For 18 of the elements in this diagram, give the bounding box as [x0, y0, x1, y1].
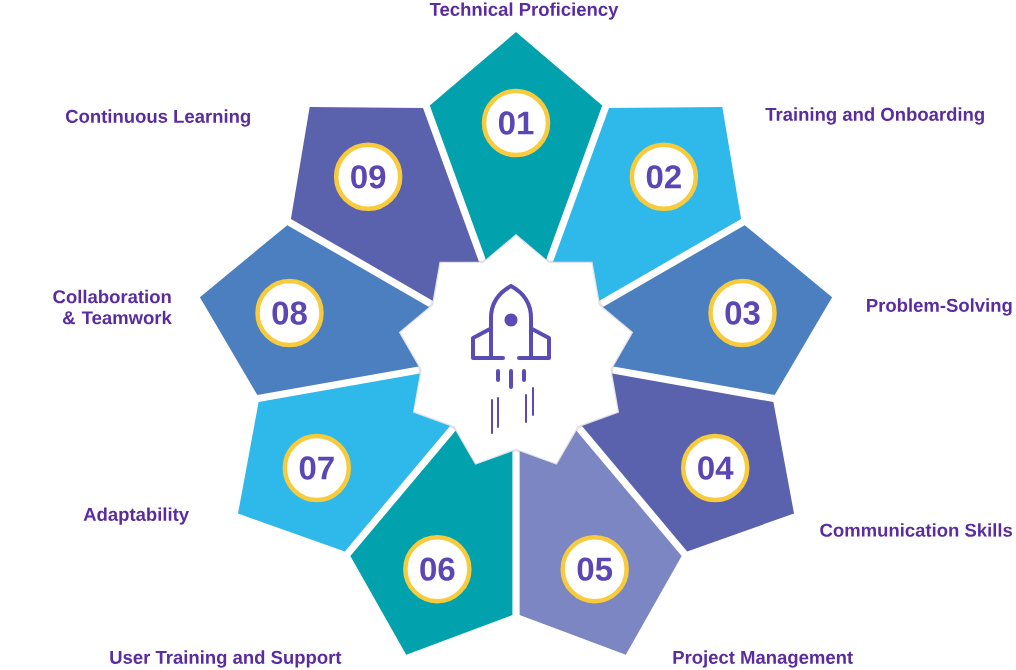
number-badge: 03	[708, 278, 777, 348]
node-label: Continuous Learning	[65, 109, 250, 127]
node-label: Adaptability	[83, 507, 189, 525]
number-badge: 07	[282, 433, 352, 503]
number-badge: 09	[333, 142, 403, 212]
number-badge: 01	[481, 88, 551, 158]
node-label: Training and Onboarding	[765, 107, 984, 125]
node-label: User Training and Support	[110, 650, 342, 668]
number-badge: 06	[403, 534, 472, 604]
number-badge: 02	[629, 142, 699, 212]
node-label: Collaboration & Teamwork	[53, 289, 172, 325]
number-badge: 05	[560, 534, 629, 604]
node-label: Technical Proficiency	[429, 2, 619, 20]
node-label: Problem-Solving	[867, 298, 1012, 316]
node-label: Project Management	[673, 650, 853, 668]
number-badge: 04	[680, 433, 750, 503]
number-badge: 08	[255, 278, 324, 348]
node-label: Communication Skills	[820, 523, 1013, 537]
